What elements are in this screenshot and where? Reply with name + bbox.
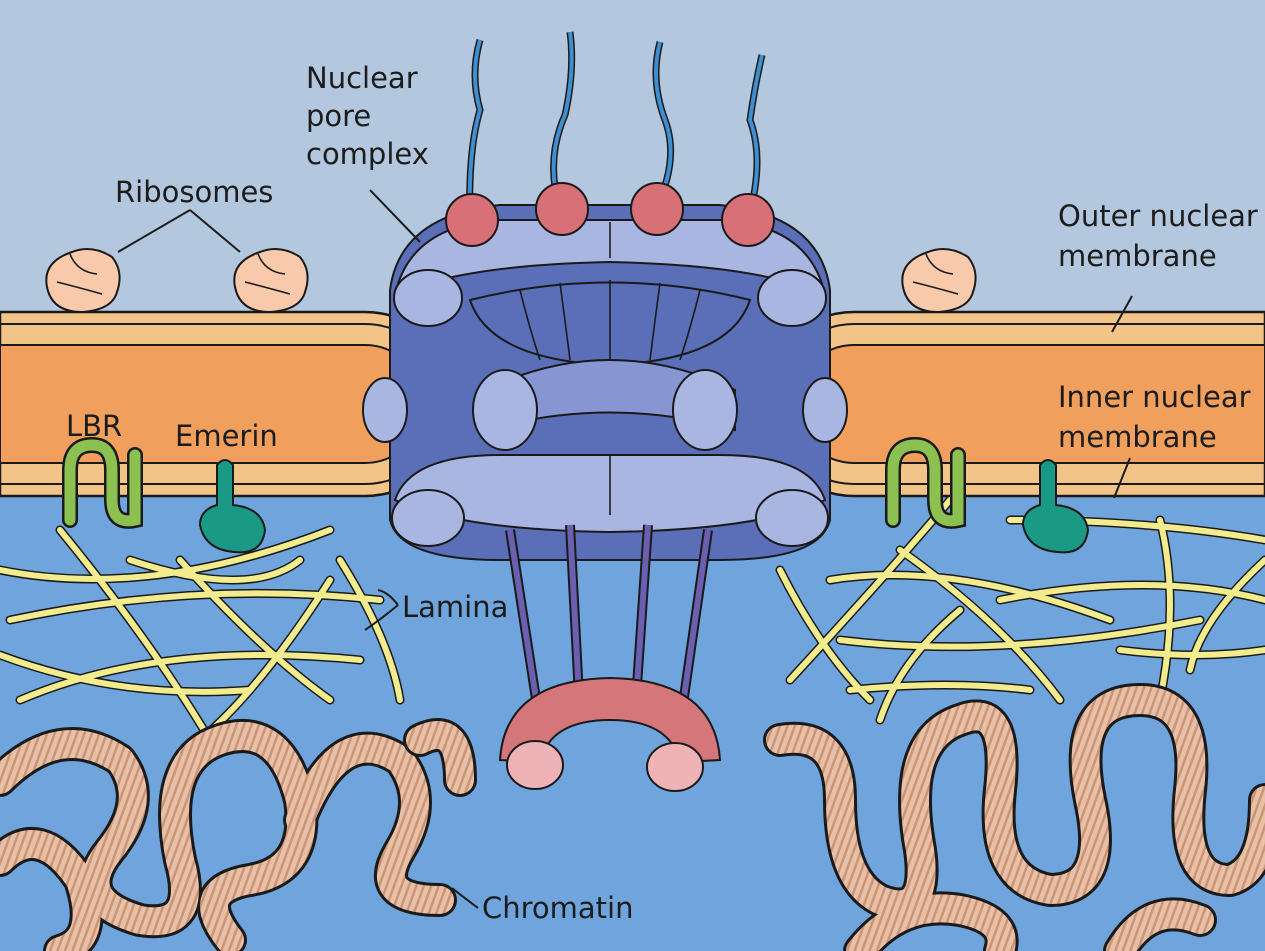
fibril-knob [446,194,498,246]
nuclear-pore-complex-label-line: complex [306,137,429,171]
ribosomes-label: Ribosomes [115,175,273,209]
inner-nuclear-membrane-label-line: membrane [1058,420,1217,454]
nuclear-pore-complex-label-line: Nuclear [306,61,418,95]
chromatin-label: Chromatin [482,891,634,925]
fibril-knob [536,183,588,235]
ribosome [46,249,119,312]
lbr-label: LBR [66,409,122,443]
lamina-label: Lamina [402,590,508,624]
fibril-knob [631,183,683,235]
nuclear-pore-complex-label-line: pore [306,99,371,133]
outer-nuclear-membrane-label-line: membrane [1058,239,1217,273]
outer-nuclear-membrane-label-line: Outer nuclear [1058,199,1258,233]
fibril-knob [722,194,774,246]
emerin-label: Emerin [175,419,278,453]
inner-nuclear-membrane-label-line: Inner nuclear [1058,380,1251,414]
nuclear-pore-complex [363,205,847,560]
ribosome [234,249,307,312]
ribosome [902,249,975,312]
